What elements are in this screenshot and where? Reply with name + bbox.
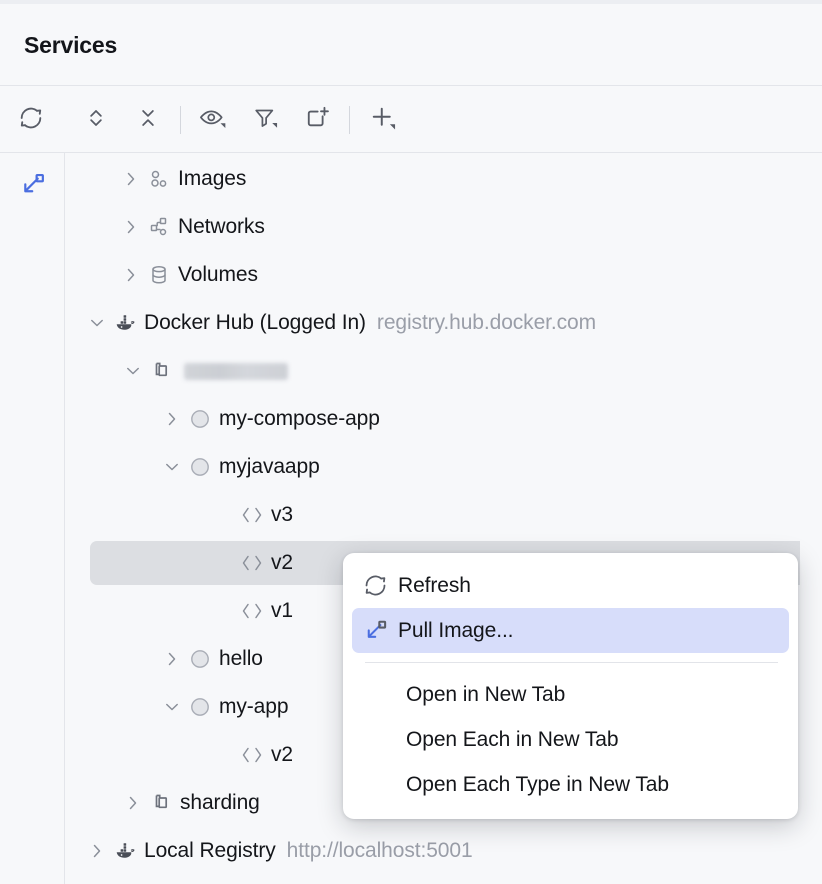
chevron-down-icon[interactable] [120, 363, 146, 379]
menu-item-pull-image[interactable]: Pull Image... [352, 608, 789, 653]
refresh-icon [17, 104, 45, 137]
networks-icon [144, 215, 174, 239]
new-tab-icon [303, 103, 333, 138]
refresh-button[interactable] [8, 97, 54, 143]
docker-whale-icon [110, 310, 140, 336]
tree-row-docker-hub[interactable]: Docker Hub (Logged In) registry.hub.dock… [66, 301, 822, 345]
toolbar [0, 87, 822, 153]
tree-row-my-app-v2[interactable]: v2 [66, 733, 822, 777]
tree-label: hello [219, 647, 263, 670]
repositories-stack-icon [146, 359, 176, 383]
filter-button[interactable] [243, 97, 289, 143]
menu-item-open-each-in-new-tab[interactable]: Open Each in New Tab [352, 717, 789, 762]
tree-label: my-app [219, 695, 289, 718]
tree-label: myjavaapp [219, 455, 320, 478]
repository-circle-icon [185, 407, 215, 431]
tag-icon [237, 552, 267, 574]
menu-item-label: Refresh [398, 573, 471, 597]
chevron-right-icon[interactable] [120, 795, 146, 811]
redacted-username [184, 362, 288, 380]
tree-label: v1 [271, 599, 293, 622]
menu-item-refresh[interactable]: Refresh [352, 563, 789, 608]
chevron-down-icon[interactable] [84, 315, 110, 331]
context-menu[interactable]: Refresh Pull Image... Open in New Tab Op… [343, 553, 798, 819]
tree-row-my-compose-app[interactable]: my-compose-app [66, 397, 822, 441]
panel-header: Services [0, 4, 822, 86]
tree-row-myjavaapp[interactable]: myjavaapp [66, 445, 822, 489]
collapse-all-button[interactable] [125, 97, 171, 143]
images-icon [144, 167, 174, 191]
add-button[interactable] [360, 97, 406, 143]
toolbar-separator-2 [349, 106, 350, 134]
tree-row-myjavaapp-v3[interactable]: v3 [66, 493, 822, 537]
menu-item-label: Pull Image... [398, 618, 514, 642]
tree-label: Docker Hub (Logged In) [144, 311, 366, 334]
repositories-stack-icon [146, 791, 176, 815]
tree-row-myjavaapp-v1[interactable]: v1 [66, 589, 822, 633]
expand-all-button[interactable] [73, 97, 119, 143]
repository-circle-icon [185, 695, 215, 719]
tree-row-volumes[interactable]: Volumes [66, 253, 822, 297]
docker-whale-icon [110, 838, 140, 864]
tree-row-images[interactable]: Images [66, 157, 822, 201]
chevron-down-icon[interactable] [159, 459, 185, 475]
chevron-right-icon[interactable] [84, 843, 110, 859]
volumes-icon [144, 263, 174, 287]
new-tab-button[interactable] [295, 97, 341, 143]
show-hide-button[interactable] [190, 97, 236, 143]
tree-label: v3 [271, 503, 293, 526]
tag-icon [237, 504, 267, 526]
chevron-right-icon[interactable] [118, 171, 144, 187]
chevron-right-icon[interactable] [159, 651, 185, 667]
left-rail [0, 153, 65, 884]
tree-row-networks[interactable]: Networks [66, 205, 822, 249]
add-icon [367, 102, 399, 139]
tree-label: Images [178, 167, 247, 190]
tree-row-local-registry[interactable]: Local Registry http://localhost:5001 [66, 829, 822, 873]
tree-label: my-compose-app [219, 407, 380, 430]
chevron-right-icon[interactable] [118, 219, 144, 235]
tree-sublabel: http://localhost:5001 [286, 839, 473, 862]
tree-label: v2 [271, 743, 293, 766]
tree-label: v2 [271, 551, 293, 574]
refresh-icon [352, 572, 398, 599]
tree-label: Local Registry [144, 839, 276, 862]
toolbar-separator-1 [180, 106, 181, 134]
tag-icon [237, 600, 267, 622]
tree-sublabel: registry.hub.docker.com [376, 311, 596, 334]
tree-row-sharding[interactable]: sharding [66, 781, 822, 825]
eye-icon [198, 103, 228, 138]
expand-all-icon [83, 105, 109, 136]
tree-row-hello[interactable]: hello [66, 637, 822, 681]
collapse-all-icon [135, 105, 161, 136]
chevron-right-icon[interactable] [159, 411, 185, 427]
page-title: Services [24, 32, 118, 58]
menu-item-open-in-new-tab[interactable]: Open in New Tab [352, 672, 789, 717]
menu-item-open-each-type-in-new-tab[interactable]: Open Each Type in New Tab [352, 762, 789, 807]
menu-item-label: Open in New Tab [406, 682, 566, 706]
menu-item-label: Open Each in New Tab [406, 727, 619, 751]
chevron-down-icon[interactable] [159, 699, 185, 715]
menu-separator [365, 662, 778, 663]
tree-row-account[interactable] [66, 349, 822, 393]
tree-label: Volumes [178, 263, 258, 286]
rail-pull-image-button[interactable] [8, 163, 56, 211]
tree-row-my-app[interactable]: my-app [66, 685, 822, 729]
tree-label: Networks [178, 215, 265, 238]
tag-icon [237, 744, 267, 766]
pull-image-icon [352, 617, 398, 645]
tree-label: sharding [180, 791, 260, 814]
repository-circle-icon [185, 455, 215, 479]
filter-icon [251, 103, 281, 138]
chevron-right-icon[interactable] [118, 267, 144, 283]
pull-image-icon [17, 170, 47, 205]
menu-item-label: Open Each Type in New Tab [406, 772, 669, 796]
repository-circle-icon [185, 647, 215, 671]
window-top-border [0, 0, 822, 4]
